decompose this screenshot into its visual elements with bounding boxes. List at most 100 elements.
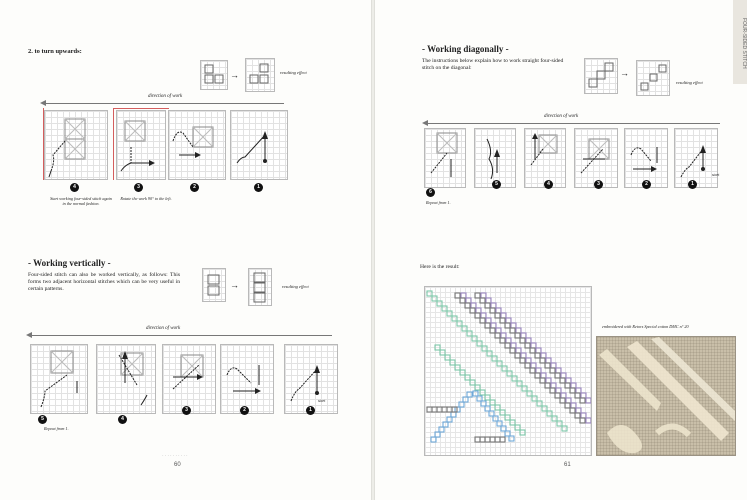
- pattern-stitch-square: [484, 302, 491, 309]
- pattern-stitch-square: [460, 292, 467, 299]
- left-page: [0, 0, 372, 500]
- pattern-stitch-square: [515, 327, 522, 334]
- after-diagram: [248, 268, 272, 306]
- pattern-stitch-square: [570, 402, 577, 409]
- pattern-stitch-square: [436, 300, 443, 307]
- pattern-stitch-square: [530, 362, 537, 369]
- pattern-stitch-square: [434, 431, 441, 438]
- pattern-stitch-square: [489, 436, 496, 443]
- pattern-stitch-square: [551, 415, 558, 422]
- pattern-stitch-square: [496, 360, 503, 367]
- pattern-stitch-square: [500, 312, 507, 319]
- pattern-stitch-square: [549, 367, 556, 374]
- pattern-stitch-square: [521, 385, 528, 392]
- direction-arrow: [46, 103, 284, 104]
- pattern-stitch-square: [504, 322, 511, 329]
- pattern-stitch-square: [438, 426, 445, 433]
- pattern-stitch-square: [480, 312, 487, 319]
- direction-label: direction of work: [146, 326, 181, 331]
- pattern-stitch-square: [484, 405, 491, 412]
- pattern-stitch-square: [485, 297, 492, 304]
- pattern-stitch-square: [569, 387, 576, 394]
- fold-line: [113, 108, 114, 180]
- pattern-stitch-square: [509, 419, 516, 426]
- pattern-stitch-square: [508, 435, 515, 442]
- step-caption-3: Rotate the work 90° to the left.: [120, 196, 172, 201]
- step-caption-4: Start working four-sided stitch again in…: [50, 196, 112, 207]
- step-number-badge: 6: [426, 188, 435, 197]
- pattern-stitch-square: [529, 367, 536, 374]
- pattern-stitch-square: [560, 372, 567, 379]
- pattern-stitch-square: [464, 302, 471, 309]
- pattern-stitch-square: [510, 342, 517, 349]
- pattern-stitch-square: [490, 322, 497, 329]
- pattern-stitch-square: [450, 411, 457, 418]
- pattern-stitch-square: [430, 436, 437, 443]
- pattern-stitch-square: [464, 374, 471, 381]
- pattern-stitch-square: [495, 307, 502, 314]
- step-diagram-1: [674, 128, 718, 188]
- step-diagram-3: [162, 344, 216, 414]
- section-heading-turn-upwards: 2. to turn upwards:: [28, 48, 82, 55]
- pattern-stitch-square: [501, 365, 508, 372]
- pattern-stitch-square: [580, 392, 587, 399]
- pattern-stitch-square: [534, 372, 541, 379]
- pattern-stitch-square: [539, 357, 546, 364]
- step-number-badge: 1: [688, 180, 697, 189]
- pattern-stitch-square: [579, 397, 586, 404]
- pattern-stitch-square: [516, 380, 523, 387]
- pattern-stitch-square: [476, 340, 483, 347]
- folio-dots: ··········: [162, 454, 189, 459]
- pattern-stitch-square: [506, 370, 513, 377]
- pattern-stitch-square: [564, 402, 571, 409]
- pattern-stitch-square: [462, 396, 469, 403]
- pattern-stitch-square: [574, 412, 581, 419]
- pattern-stitch-square: [446, 310, 453, 317]
- step-diagram-5: [30, 344, 88, 414]
- pattern-stitch-square: [525, 337, 532, 344]
- pattern-stitch-square: [556, 420, 563, 427]
- pattern-stitch-square: [466, 330, 473, 337]
- pattern-stitch-square: [494, 436, 501, 443]
- pattern-stitch-square: [519, 429, 526, 436]
- fold-line: [113, 108, 169, 109]
- after-diagram: [636, 60, 670, 96]
- pattern-stitch-square: [474, 384, 481, 391]
- pattern-stitch-square: [496, 420, 503, 427]
- step-number-badge: 4: [118, 415, 127, 424]
- before-diagram: [584, 58, 618, 94]
- pattern-stitch-square: [431, 406, 438, 413]
- pattern-stitch-square: [458, 401, 465, 408]
- pattern-stitch-square: [524, 362, 531, 369]
- pattern-stitch-square: [575, 387, 582, 394]
- pattern-stitch-square: [426, 290, 433, 297]
- pattern-stitch-square: [524, 342, 531, 349]
- step-number-badge: 3: [182, 406, 191, 415]
- pattern-stitch-square: [531, 395, 538, 402]
- pattern-stitch-square: [471, 335, 478, 342]
- step-diagram-2: [624, 128, 668, 188]
- pattern-stitch-square: [514, 424, 521, 431]
- pattern-stitch-square: [485, 317, 492, 324]
- pattern-stitch-square: [451, 406, 458, 413]
- pattern-stitch-square: [486, 350, 493, 357]
- pattern-stitch-square: [484, 322, 491, 329]
- pattern-stitch-square: [561, 425, 568, 432]
- pattern-stitch-square: [449, 359, 456, 366]
- pattern-stitch-square: [555, 387, 562, 394]
- step-number-badge: 2: [642, 180, 651, 189]
- pattern-stitch-square: [535, 367, 542, 374]
- pattern-stitch-square: [466, 391, 473, 398]
- pattern-stitch-square: [451, 315, 458, 322]
- pattern-stitch-square: [442, 421, 449, 428]
- pattern-stitch-square: [492, 415, 499, 422]
- fold-line: [43, 108, 44, 180]
- pattern-stitch-square: [459, 297, 466, 304]
- pattern-stitch-square: [560, 392, 567, 399]
- arrow-right-icon: →: [230, 70, 239, 80]
- step-diagram-3: [574, 128, 618, 188]
- pattern-stitch-square: [499, 317, 506, 324]
- pattern-stitch-square: [535, 347, 542, 354]
- pattern-stitch-square: [489, 307, 496, 314]
- pattern-stitch-square: [480, 292, 487, 299]
